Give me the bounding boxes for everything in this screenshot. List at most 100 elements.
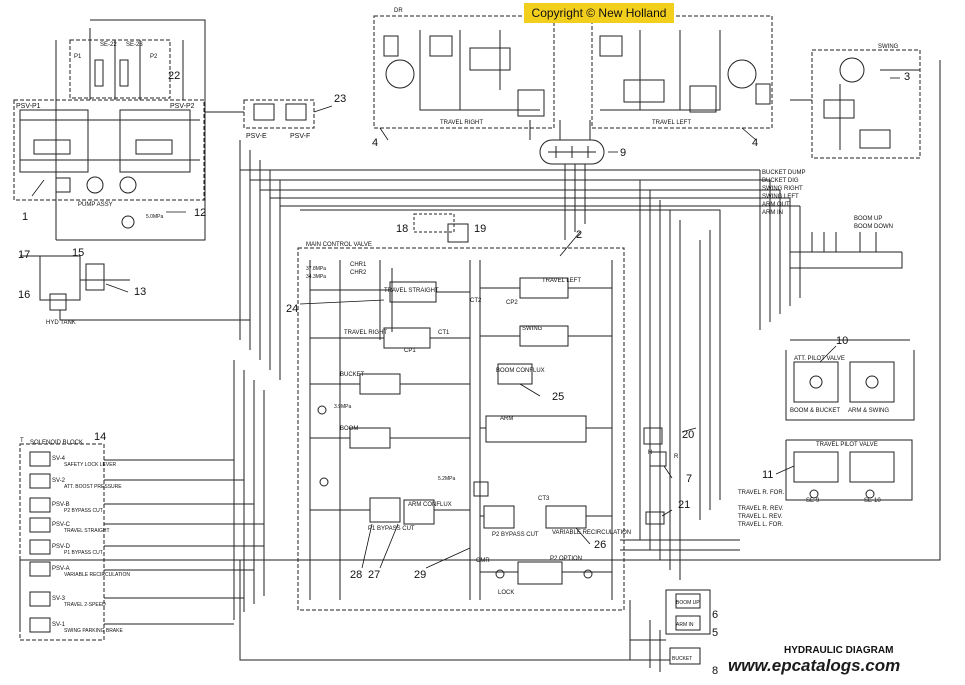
callout-number: 6 — [712, 609, 718, 621]
psv-c-label: PSV-C — [52, 522, 71, 528]
sv3-label: SV-3 — [52, 596, 66, 602]
sv4-desc: SAFETY LOCK LEVER — [64, 462, 117, 468]
callout-number: 9 — [620, 147, 626, 159]
p2-label: P2 — [150, 54, 158, 60]
psv-ef-block — [205, 99, 315, 129]
travel-straight-label: TRAVEL STRAIGHT — [384, 288, 439, 294]
copyright-banner: Copyright © New Holland — [524, 3, 674, 23]
se23-label: SE-23 — [126, 42, 143, 48]
p2-option-label: P2 OPTION — [550, 556, 582, 562]
callout-number: 24 — [286, 303, 298, 315]
flow-ch-label: 3.9MPa — [334, 404, 351, 410]
sv1-desc: SWING PARKING BRAKE — [64, 628, 123, 634]
bucket-dump-label: BUCKET DUMP — [762, 170, 806, 176]
callout-number: 2 — [576, 229, 582, 241]
arm-label: ARM — [500, 416, 513, 422]
travel-l-fwd-label: TRAVEL L. FOR. — [738, 522, 784, 528]
cp1-label: CP1 — [404, 348, 416, 354]
bucket-switch-label: BUCKET — [672, 656, 692, 662]
swing-left-label: SWING LEFT — [762, 194, 799, 200]
psv-e-label: PSV-E — [246, 133, 267, 140]
flow-c-label: 5.2MPa — [438, 476, 455, 482]
ct3-label: CT3 — [538, 496, 550, 502]
ct2-label: CT2 — [470, 298, 482, 304]
callout-number: 21 — [678, 499, 690, 511]
arm-in-label: ARM IN — [762, 210, 783, 216]
callout-number: 25 — [552, 391, 564, 403]
travel-l-rev-label: TRAVEL L. REV. — [738, 514, 783, 520]
psv-p2-label: PSV-P2 — [170, 103, 195, 110]
main-control-valve — [297, 247, 625, 611]
att-pilot-valve-label: ATT. PILOT VALVE — [794, 356, 845, 362]
psv-b-label: PSV-B — [52, 502, 70, 508]
se22-label: SE-22 — [100, 42, 117, 48]
se9-label: SE-9 — [806, 498, 820, 504]
arm-conflux-label: ARM CONFLUX — [408, 502, 452, 508]
bucket-label: BUCKET — [340, 372, 365, 378]
callout-number: 23 — [334, 93, 346, 105]
callout-number: 1 — [22, 211, 28, 223]
travel-pilot-valve-label: TRAVEL PILOT VALVE — [816, 442, 878, 448]
sv2-label: SV-2 — [52, 478, 66, 484]
psv-d-desc: P1 BYPASS CUT — [64, 550, 103, 556]
solenoid-block — [19, 443, 264, 641]
callout-number: 13 — [134, 286, 146, 298]
r-label: R — [674, 454, 679, 460]
swing-right-label: SWING RIGHT — [762, 186, 803, 192]
callout-number: 12 — [194, 207, 206, 219]
boom-conflux-label: BOOM CONFLUX — [496, 368, 545, 374]
sv2-desc: ATT. BOOST PRESSURE — [64, 484, 122, 490]
boom-down-label: BOOM DOWN — [854, 224, 893, 230]
callout-number: 17 — [18, 249, 30, 261]
psv-p1-label: PSV-P1 — [16, 103, 41, 110]
cmr-label: CMR — [476, 558, 490, 564]
callout-number: 22 — [168, 70, 180, 82]
boom-label: BOOM — [340, 426, 358, 432]
relief-p1-label: 37.8MPa — [306, 266, 326, 272]
dr-label: DR — [394, 8, 403, 14]
se10-label: SE-10 — [864, 498, 881, 504]
chr1-label: CHR1 — [350, 262, 367, 268]
p1-label: P1 — [74, 54, 82, 60]
p1-bypass-cut-label: P1 BYPASS CUT — [368, 526, 415, 532]
callout-number: 26 — [594, 539, 606, 551]
travel-right-spool-label: TRAVEL RIGHT — [344, 330, 387, 336]
psv-d-label: PSV-D — [52, 544, 71, 550]
travel-left-motor — [591, 15, 773, 129]
pilot-filter-block — [300, 209, 721, 243]
solenoid-block-label: SOLENOID BLOCK — [30, 440, 83, 446]
att-pilot-valves — [793, 361, 895, 403]
travel-right-label: TRAVEL RIGHT — [440, 120, 483, 126]
pump-assembly — [13, 19, 206, 241]
travel-left-spool-label: TRAVEL LEFT — [542, 278, 581, 284]
lock-label: LOCK — [498, 590, 514, 596]
callout-number: 18 — [396, 223, 408, 235]
callout-number: 19 — [474, 223, 486, 235]
callout-number: 7 — [686, 473, 692, 485]
sv3-desc: TRAVEL 2-SPEED — [64, 602, 106, 608]
callout-number: 15 — [72, 247, 84, 259]
swing-spool-label: SWING — [522, 326, 543, 332]
p2-bypass-cut-label: P2 BYPASS CUT — [492, 532, 539, 538]
main-control-valve-label: MAIN CONTROL VALVE — [306, 242, 372, 248]
travel-left-label: TRAVEL LEFT — [652, 120, 691, 126]
relief-main-label: 34.3MPa — [306, 274, 326, 280]
callout-number: 4 — [372, 137, 378, 149]
sv4-label: SV-4 — [52, 456, 66, 462]
swivel-joint — [539, 139, 605, 165]
travel-pilot-valves — [793, 451, 895, 499]
callout-number: 29 — [414, 569, 426, 581]
callout-number: 16 — [18, 289, 30, 301]
sv1-label: SV-1 — [52, 622, 66, 628]
website-watermark: www.epcatalogs.com — [728, 656, 901, 675]
ct1-label: CT1 — [438, 330, 450, 336]
chr2-label: CHR2 — [350, 270, 367, 276]
psv-a-desc: VARIABLE RECIRCULATION — [64, 572, 130, 578]
arm-out-label: ARM OUT — [762, 202, 790, 208]
hyd-tank — [20, 255, 250, 321]
callout-number: 14 — [94, 431, 106, 443]
t-label: T — [20, 438, 24, 444]
callout-number: 27 — [368, 569, 380, 581]
